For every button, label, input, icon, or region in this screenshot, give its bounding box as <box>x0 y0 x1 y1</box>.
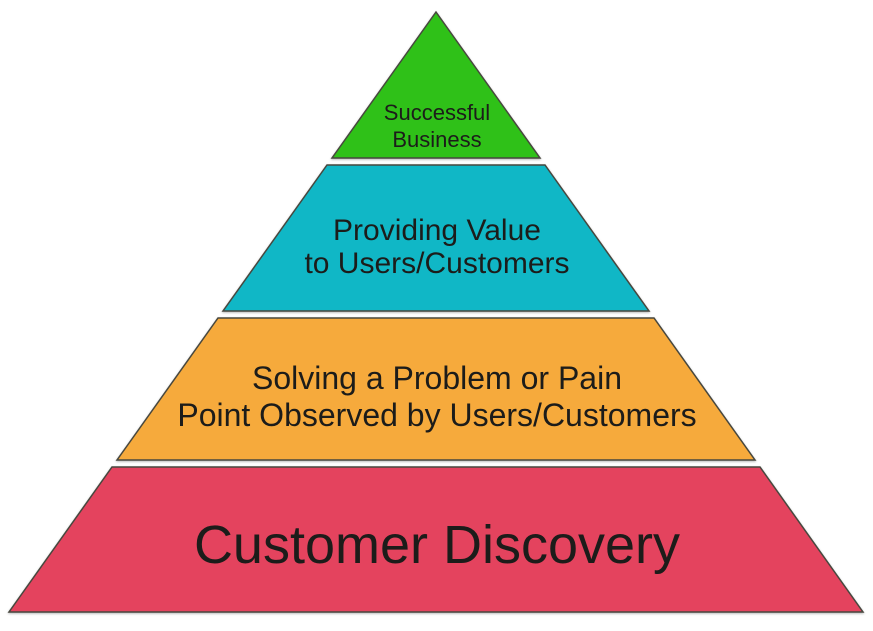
pyramid-level-customer-discovery <box>7 466 865 613</box>
pyramid-level-successful-business <box>330 10 542 159</box>
pyramid-level-providing-value <box>221 164 651 312</box>
label-providing-value-line2: to Users/Customers <box>304 247 569 280</box>
label-successful-business-line2: Business <box>392 127 481 152</box>
label-solving-problem-line2: Point Observed by Users/Customers <box>177 397 696 433</box>
label-solving-problem-line1: Solving a Problem or Pain <box>252 360 622 396</box>
pyramid-level-solving-problem <box>115 317 757 461</box>
label-successful-business-line1: Successful <box>384 100 490 125</box>
label-providing-value-line1: Providing Value <box>333 214 541 247</box>
label-customer-discovery: Customer Discovery <box>194 515 680 575</box>
